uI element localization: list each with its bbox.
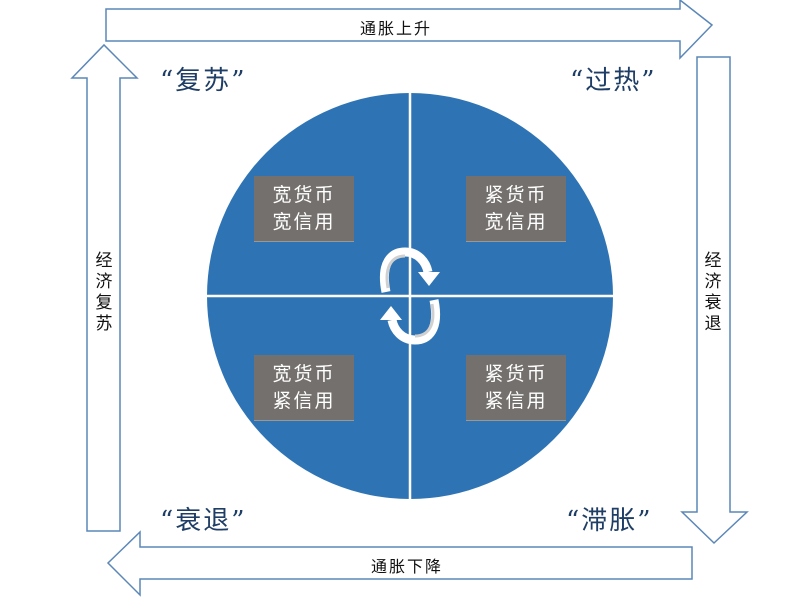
quadrant-box-top-left: 宽货币 宽信用 [254,176,354,242]
bottom-arrow-shape [106,530,693,597]
left-arrow-label: 经济复苏 [95,251,113,334]
phase-recovery-label: “复苏” [160,66,247,96]
bottom-arrow-label: 通胀下降 [371,557,444,576]
quadrant-credit-policy: 紧信用 [272,389,336,412]
quadrant-credit-policy: 宽信用 [272,210,336,233]
quadrant-money-policy: 宽货币 [272,362,336,385]
phase-overheat-label: “过热” [570,66,657,96]
quadrant-money-policy: 紧货币 [484,362,548,385]
quadrant-box-bottom-right: 紧货币 紧信用 [466,355,566,421]
quadrant-credit-policy: 紧信用 [484,389,548,412]
top-arrow-shape [105,0,714,60]
cycle-arrows-icon [380,247,440,345]
quadrant-money-policy: 宽货币 [272,183,336,206]
quadrant-box-bottom-left: 宽货币 紧信用 [254,355,354,421]
phase-recession-label: “衰退” [160,506,247,536]
top-arrow-label: 通胀上升 [360,19,433,38]
quadrant-credit-policy: 宽信用 [484,210,548,233]
quadrant-money-policy: 紧货币 [484,183,548,206]
right-arrow-shape [680,56,749,545]
right-arrow-label: 经济衰退 [704,251,722,334]
quadrant-box-top-right: 紧货币 宽信用 [466,176,566,242]
phase-stagflation-label: “滞胀” [566,506,653,536]
left-arrow-shape [70,43,139,532]
